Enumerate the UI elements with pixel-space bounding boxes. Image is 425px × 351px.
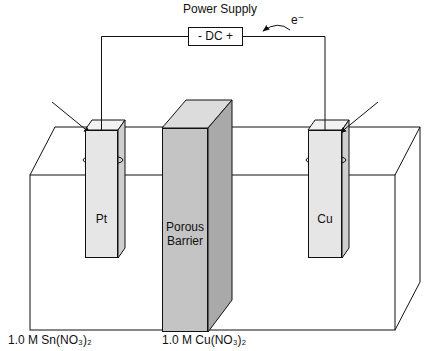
cu-electrode: Cu [308,130,342,258]
text-label: e⁻ [291,14,304,28]
text-label: Power Supply [183,3,257,17]
node-text: - DC + [198,30,233,44]
wire [243,37,325,131]
leader-arrows [52,25,378,133]
pt-electrode: Pt [85,130,118,258]
power-supply-box: - DC + [188,27,243,46]
electrode-faces [83,100,349,332]
text-label: 1.0 M Cu(NO₃)₂ [162,334,246,348]
node-text: Porous Barrier [163,221,207,249]
node-text: Cu [317,213,332,227]
porous-barrier: Porous Barrier [162,128,208,332]
node-text: Pt [96,213,107,227]
text-label: 1.0 M Sn(NO₃)₂ [8,334,92,348]
wire [102,37,189,131]
